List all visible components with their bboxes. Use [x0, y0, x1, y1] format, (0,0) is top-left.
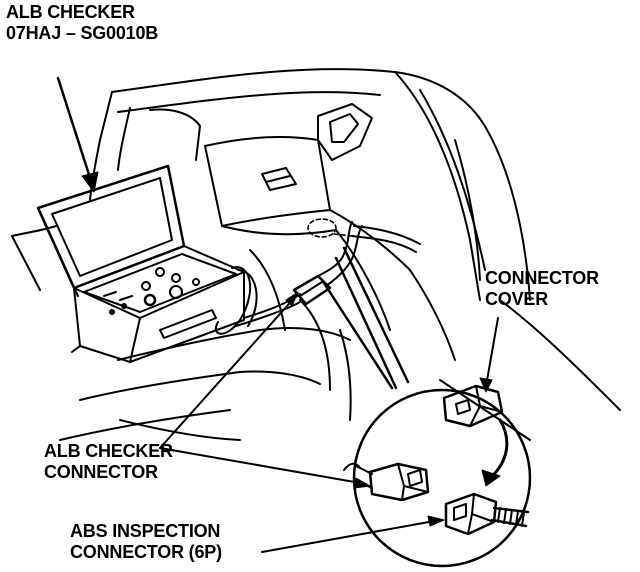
connector-cover-label: CONNECTOR COVER [485, 268, 599, 310]
abs-inspection-connector-label-line2: CONNECTOR (6P) [70, 542, 222, 562]
car-interior-drawing [11, 68, 621, 441]
alb-checker-label-line1: ALB CHECKER [6, 2, 135, 22]
alb-checker-box-drawing [36, 164, 301, 363]
alb-checker-connector-label: ALB CHECKER CONNECTOR [44, 441, 173, 483]
alb-checker-connector-label-line1: ALB CHECKER [44, 441, 173, 461]
connector-cover-label-line2: COVER [485, 289, 549, 309]
harness-drawing [292, 218, 421, 306]
detail-circle [343, 384, 532, 568]
abs-inspection-connector-label: ABS INSPECTION CONNECTOR (6P) [70, 521, 222, 563]
alb-checker-connector-label-line2: CONNECTOR [44, 462, 158, 482]
alb-checker-part-number: 07HAJ – SG0010B [6, 23, 159, 43]
connector-cover-label-line1: CONNECTOR [485, 268, 599, 288]
leader-lines [56, 76, 499, 553]
abs-inspection-connector-label-line1: ABS INSPECTION [70, 521, 221, 541]
alb-checker-label: ALB CHECKER 07HAJ – SG0010B [6, 2, 158, 44]
